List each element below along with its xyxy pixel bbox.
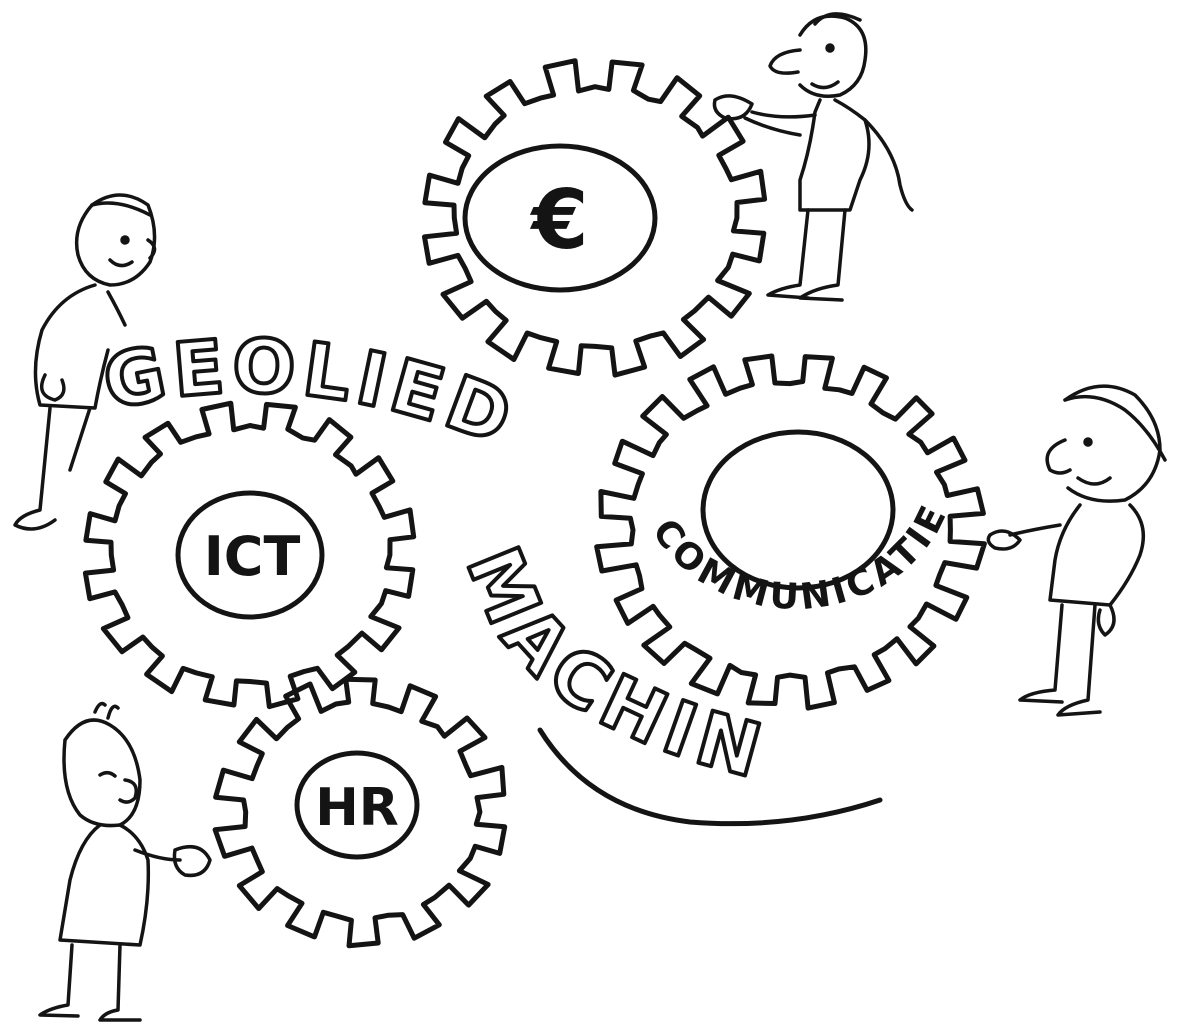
gear-finance: €: [422, 58, 768, 378]
gear-communication-outline: [594, 353, 987, 711]
gear-finance-outline: [422, 58, 768, 378]
gear-hr-hub: [294, 750, 420, 860]
gear-communication-hub: [700, 429, 896, 591]
communication-underline-sweep: [537, 727, 883, 827]
gear-ict: ICT: [82, 400, 417, 710]
gear-hr-label: HR: [315, 778, 399, 838]
gear-ict-label: ICT: [204, 525, 301, 588]
person-top-left: [13, 193, 157, 531]
gear-communication-label: COMMUNICATIE: [644, 497, 956, 619]
gear-ict-outline: [82, 400, 417, 710]
person-top-right: [712, 12, 914, 302]
gear-ict-hub: [175, 490, 325, 620]
gear-hr: HR: [212, 676, 508, 949]
gear-finance-hub: [462, 143, 658, 293]
gear-hr-outline: [212, 676, 508, 949]
person-bottom-left: [38, 701, 212, 1022]
gear-finance-label: €: [529, 173, 588, 268]
person-right: [986, 384, 1167, 717]
